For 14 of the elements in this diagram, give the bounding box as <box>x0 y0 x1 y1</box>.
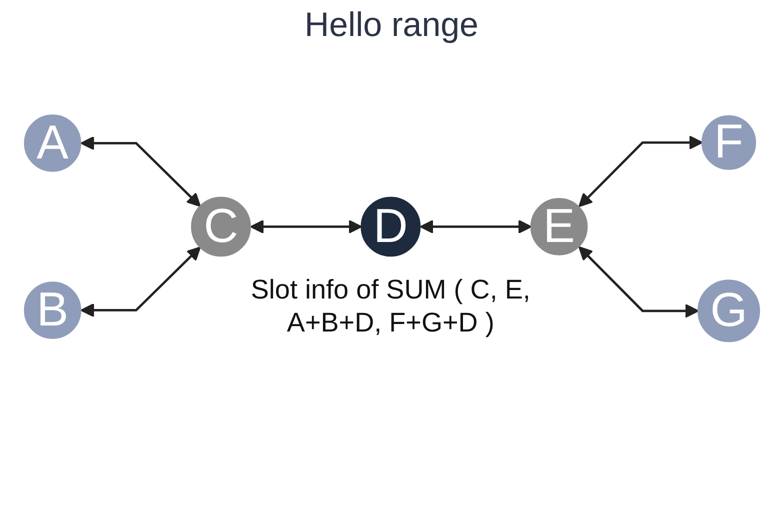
double-arrow <box>419 220 532 234</box>
circle-node: B <box>23 282 81 339</box>
circle-node: F <box>700 115 756 170</box>
circle-node: A <box>23 114 81 172</box>
diagram-title: Hello range <box>304 6 480 45</box>
double-arrow <box>80 246 200 318</box>
circle-node: D <box>360 196 420 257</box>
double-arrow <box>250 220 362 234</box>
circle-node: C <box>190 196 250 257</box>
double-arrow <box>578 136 702 208</box>
double-arrow <box>80 136 200 207</box>
circle-node: E <box>530 198 588 256</box>
double-arrow <box>578 246 698 318</box>
circle-node: G <box>696 280 760 342</box>
